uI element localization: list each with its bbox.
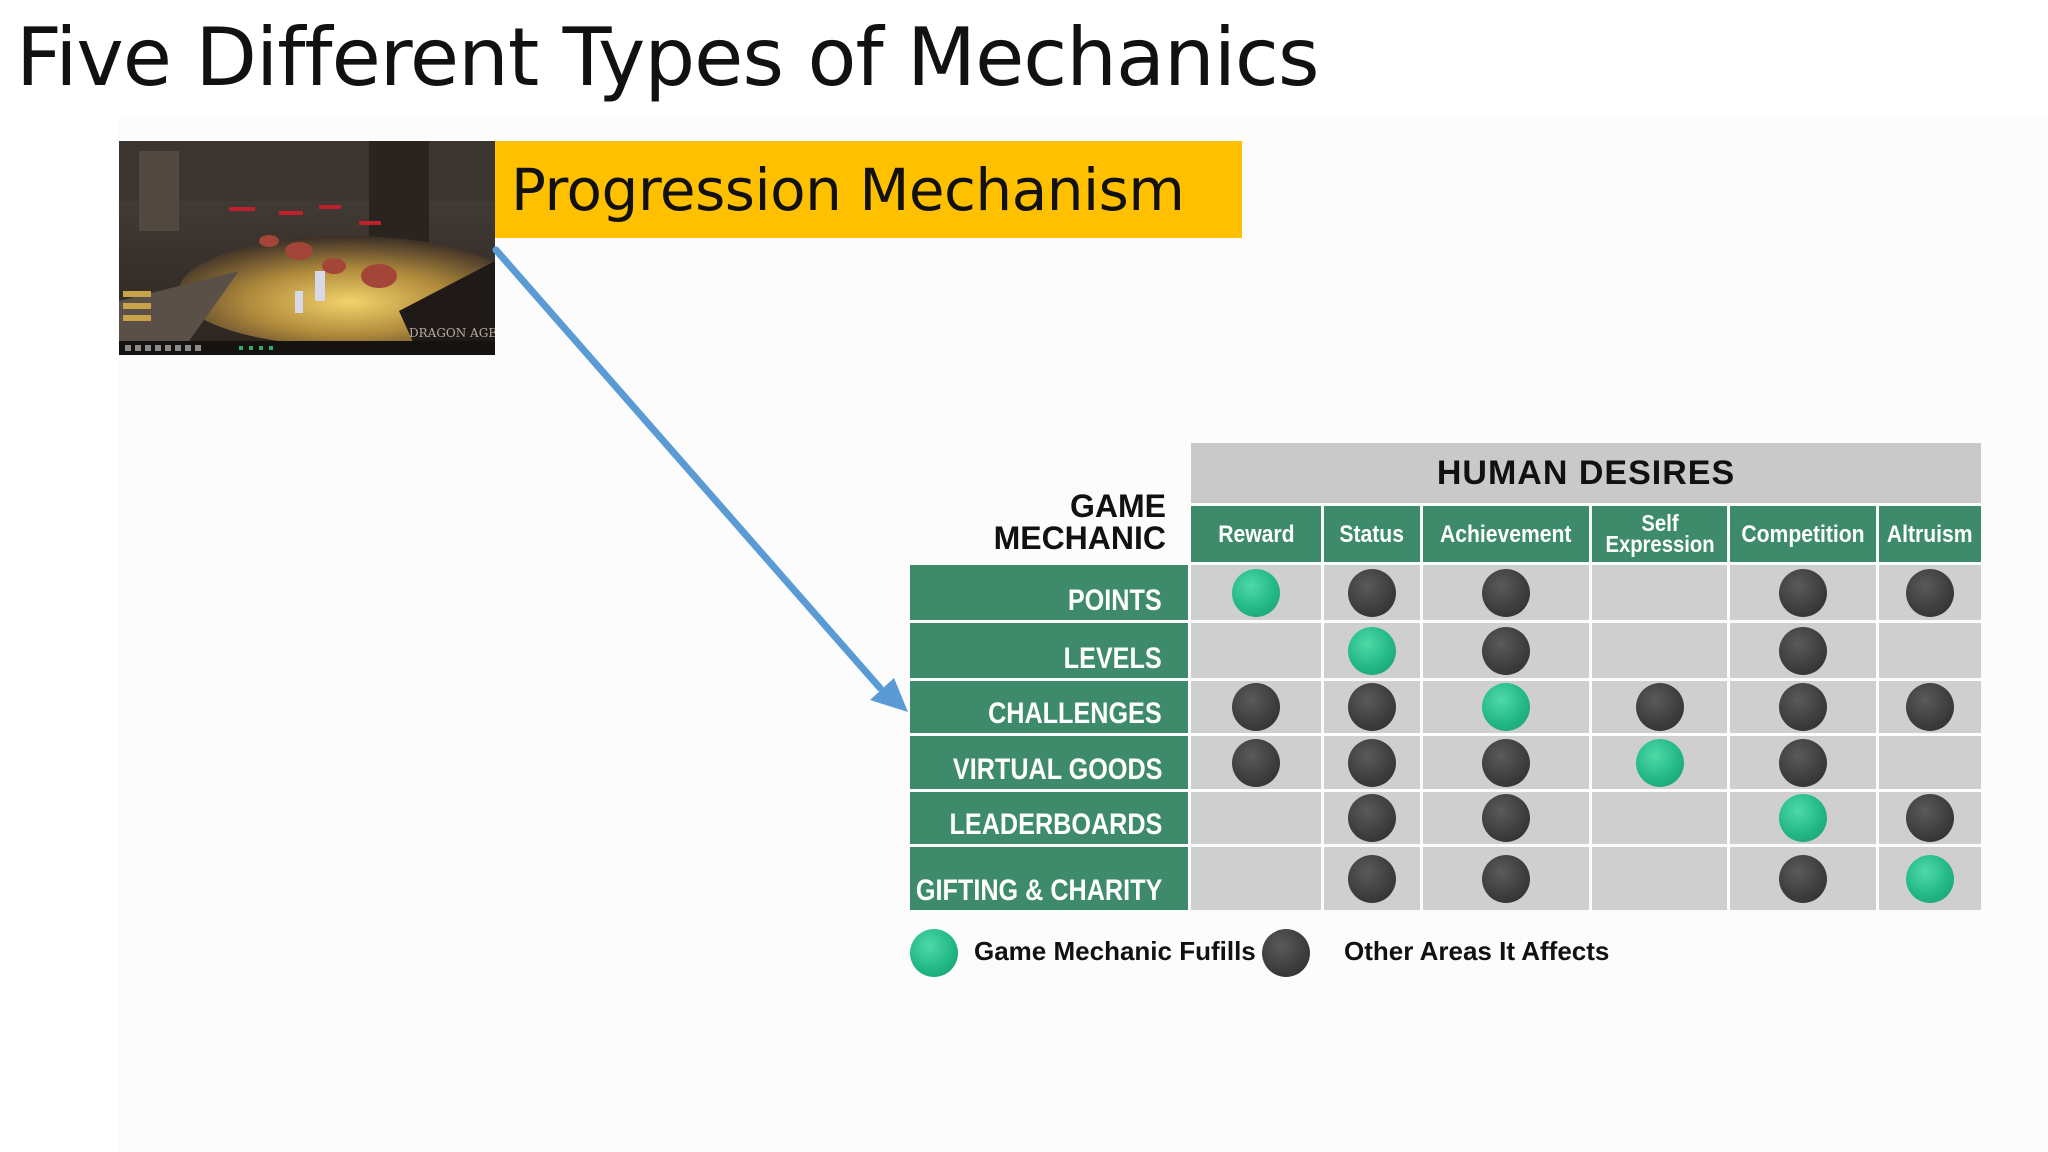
- table-cell: [1879, 736, 1981, 789]
- screenshot-watermark: DRAGON AGE II: [409, 326, 495, 340]
- column-header-label: Status: [1339, 520, 1405, 548]
- affects-dot: [1635, 683, 1684, 731]
- column-header-achievement: Achievement: [1423, 506, 1589, 562]
- affects-dot: [1779, 683, 1827, 731]
- affects-dot: [1779, 568, 1827, 617]
- affects-dot: [1482, 626, 1530, 675]
- game-mechanic-label-line2: MECHANIC: [993, 520, 1166, 556]
- banner-label: Progression Mechanism: [511, 155, 1185, 224]
- affects-dot: [1482, 568, 1530, 617]
- row-header-leaderboards: LEADERBOARDS: [910, 792, 1188, 844]
- row-header-levels: LEVELS: [910, 623, 1188, 678]
- table-cell: [1191, 623, 1321, 678]
- slide-title: Five Different Types of Mechanics: [16, 11, 1320, 104]
- table-cell: [1592, 847, 1727, 910]
- affects-dot: [1348, 794, 1396, 842]
- legend-affects-dot: [1262, 929, 1310, 977]
- affects-dot: [1482, 854, 1530, 903]
- table-cell: [1592, 565, 1727, 620]
- affects-dot: [1482, 738, 1530, 787]
- fulfills-dot: [1906, 854, 1954, 903]
- legend-fulfills-dot: [910, 929, 958, 977]
- row-header-label: GIFTING & CHARITY: [915, 874, 1162, 907]
- column-header-competition: Competition: [1730, 506, 1876, 562]
- row-header-label: POINTS: [1068, 584, 1162, 617]
- fulfills-dot: [1348, 626, 1396, 675]
- affects-dot: [1232, 683, 1280, 731]
- row-header-gifting-charity: GIFTING & CHARITY: [910, 847, 1188, 910]
- fulfills-dot: [1635, 738, 1684, 787]
- affects-dot: [1906, 568, 1954, 617]
- affects-dot: [1348, 568, 1396, 617]
- fulfills-dot: [1232, 568, 1280, 617]
- affects-dot: [1348, 683, 1396, 731]
- affects-dot: [1232, 738, 1280, 787]
- column-header-status: Status: [1324, 506, 1420, 562]
- column-header-label: Competition: [1741, 520, 1865, 548]
- row-header-label: CHALLENGES: [988, 697, 1162, 730]
- column-header-label: Reward: [1217, 520, 1295, 548]
- affects-dot: [1779, 738, 1827, 787]
- column-header-line2: Expression: [1604, 531, 1715, 557]
- row-header-challenges: CHALLENGES: [910, 681, 1188, 733]
- affects-dot: [1906, 794, 1954, 842]
- column-header-label: Achievement: [1440, 520, 1572, 548]
- table-cell: [1191, 792, 1321, 844]
- row-header-points: POINTS: [910, 565, 1188, 620]
- row-header-label: VIRTUAL GOODS: [952, 753, 1162, 786]
- legend-affects-label: Other Areas It Affects: [1344, 936, 1610, 966]
- game-mechanic-label: GAME MECHANIC: [930, 490, 1166, 554]
- table-cell: [1191, 847, 1321, 910]
- table-cell: [1592, 623, 1727, 678]
- affects-dot: [1482, 794, 1530, 842]
- column-header-line1: Self: [1640, 510, 1679, 536]
- row-header-virtual-goods: VIRTUAL GOODS: [910, 736, 1188, 789]
- fulfills-dot: [1779, 794, 1827, 842]
- table-cell: [1592, 792, 1727, 844]
- human-desires-label: HUMAN DESIRES: [1436, 453, 1736, 492]
- table-cell: [1879, 623, 1981, 678]
- fulfills-dot: [1482, 683, 1530, 731]
- affects-dot: [1348, 854, 1396, 903]
- column-header-altruism: Altruism: [1879, 506, 1981, 562]
- game-mechanic-label-line1: GAME: [1070, 488, 1166, 524]
- row-header-label: LEADERBOARDS: [949, 808, 1162, 841]
- affects-dot: [1906, 683, 1954, 731]
- column-header-label: Altruism: [1887, 520, 1973, 548]
- game-screenshot: DRAGON AGE II: [119, 141, 495, 355]
- human-desires-header: HUMAN DESIRES: [1191, 443, 1981, 503]
- row-header-label: LEVELS: [1063, 642, 1162, 675]
- progression-banner: Progression Mechanism: [495, 141, 1242, 238]
- game-screenshot-image: DRAGON AGE II: [119, 141, 495, 355]
- legend-fulfills-label: Game Mechanic Fufills: [974, 936, 1256, 966]
- affects-dot: [1348, 738, 1396, 787]
- column-header-reward: Reward: [1191, 506, 1321, 562]
- affects-dot: [1779, 626, 1827, 675]
- affects-dot: [1779, 854, 1827, 903]
